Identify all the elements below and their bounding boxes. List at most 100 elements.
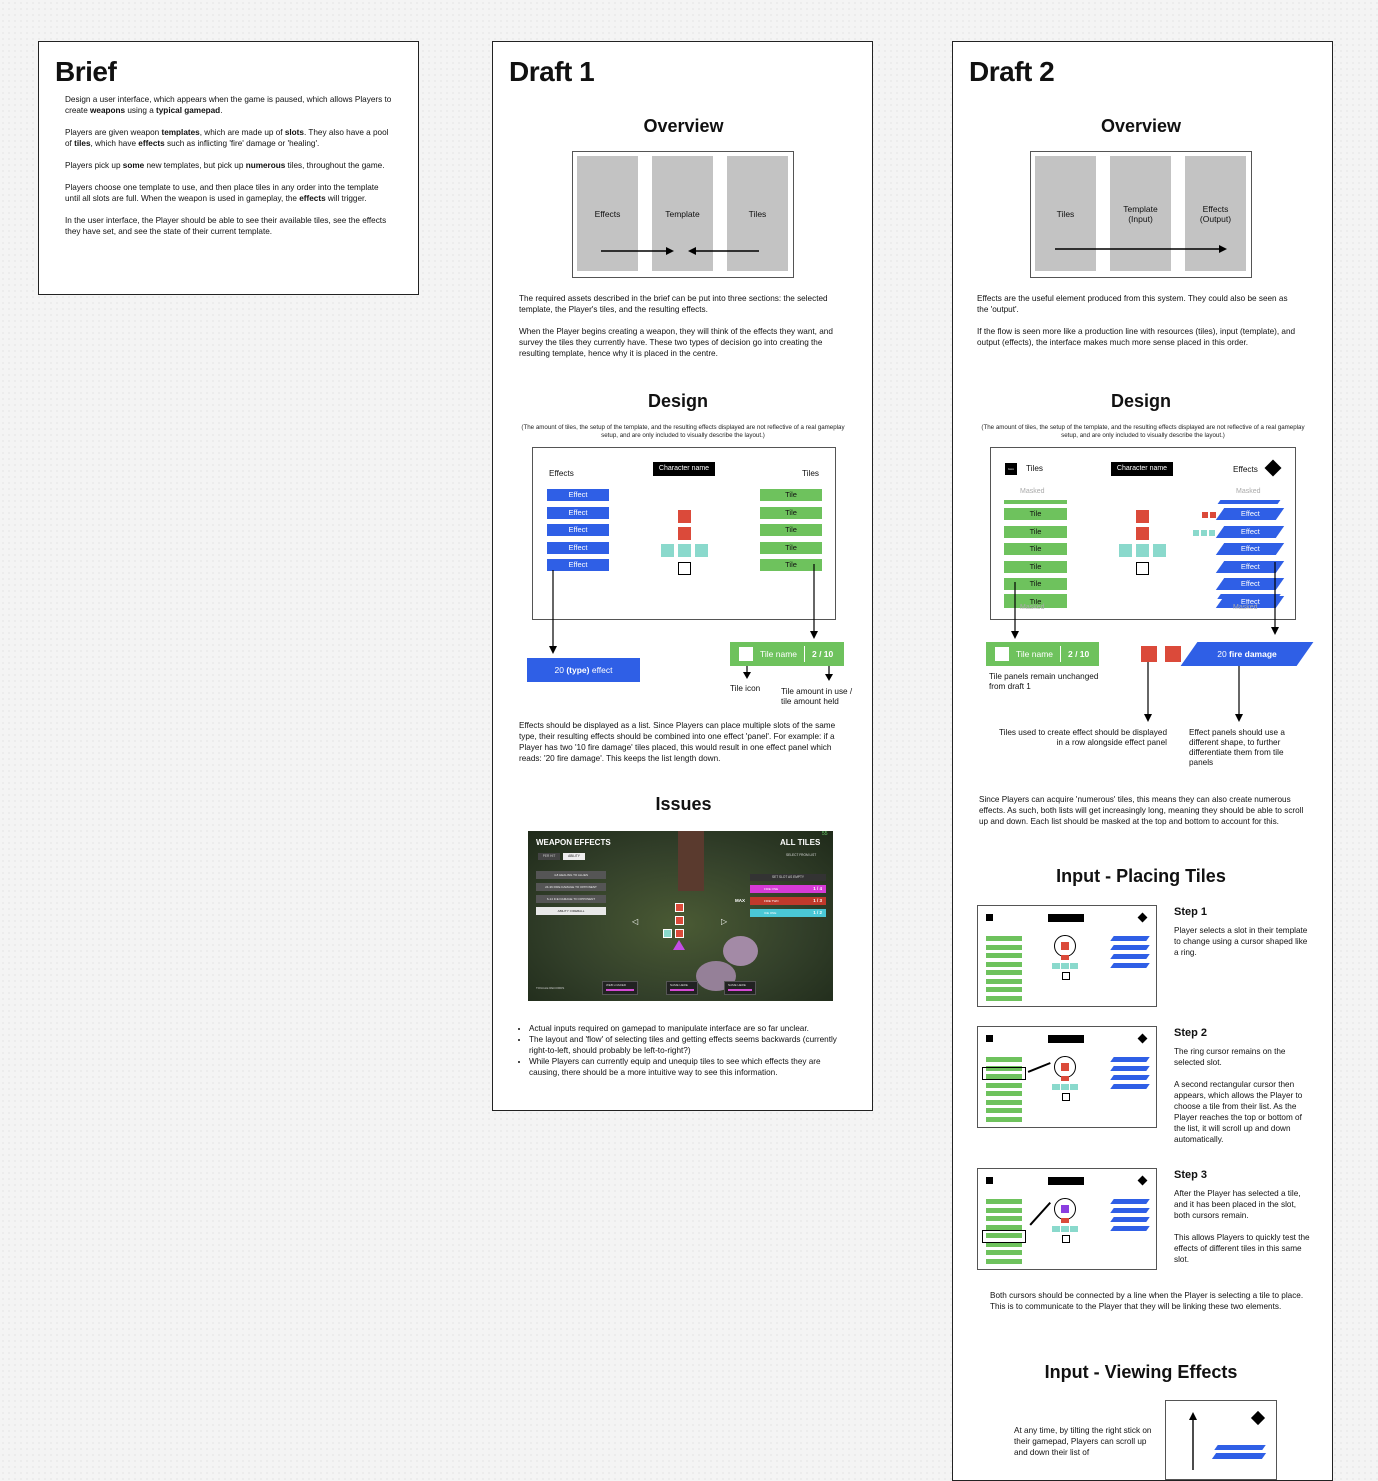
game-toggle-records[interactable]: TOGGLE RECORDS	[536, 986, 565, 990]
tile-list-item[interactable]: Tile	[1004, 508, 1067, 520]
effect-list-item[interactable]: Effect	[547, 541, 609, 554]
step-rect-cursor	[982, 1067, 1026, 1080]
draft2-design-mockup: Icon Tiles Character name Effects Masked…	[990, 447, 1296, 620]
tile-list-item[interactable]: Tile	[760, 541, 822, 554]
step-tile-bar	[986, 1199, 1022, 1204]
effect-tile-mini	[1209, 530, 1215, 536]
step-paragraph: This allows Players to quickly test the …	[1174, 1233, 1310, 1264]
game-set-slot-empty[interactable]: SET SLOT AS EMPTY	[750, 874, 826, 881]
tile-list-item[interactable]: Tile	[1004, 543, 1067, 555]
template-slot-empty	[678, 562, 691, 575]
mockup-effects-label: Effects	[549, 469, 574, 478]
step-title: Step 3	[1174, 1169, 1208, 1181]
step-effect-bar	[1110, 936, 1150, 941]
viewing-effect-bar	[1214, 1445, 1266, 1450]
tile-panels-note: Tile panels remain unchanged from draft …	[989, 672, 1099, 691]
draft2-callout-arrows	[1011, 562, 1279, 722]
step-slot	[1061, 1076, 1069, 1081]
step-tile-bar	[986, 1250, 1022, 1255]
game-max-label: MAX	[735, 898, 745, 903]
game-rock	[723, 936, 758, 966]
tile-panel-example: Tile name 2 / 10	[730, 642, 844, 666]
tile-list-item[interactable]: Tile	[1004, 578, 1067, 590]
game-tab-per-hit[interactable]: PER HIT	[538, 853, 560, 860]
step-slot	[1070, 1226, 1078, 1232]
step-square-icon	[986, 914, 993, 921]
tile-list-item[interactable]: Tile	[760, 524, 822, 536]
game-effect-row: 6-14 ICE DAMAGE TO OPPONENT	[536, 895, 606, 903]
step-tile-bar	[986, 987, 1022, 992]
tile-panel-name: Tile name	[760, 649, 798, 659]
step-paragraph: After the Player has selected a tile, an…	[1174, 1189, 1301, 1220]
issue-item: The layout and 'flow' of selecting tiles…	[529, 1034, 841, 1056]
draft1-frame: Draft 1 Overview Effects Template Tiles …	[492, 41, 873, 1111]
viewing-mockup	[1165, 1400, 1277, 1480]
step-mockup	[977, 1168, 1157, 1270]
effect-list-item[interactable]: Effect	[547, 524, 609, 536]
tile-icon-label: Tile icon	[730, 684, 761, 693]
tile-list-item[interactable]: Tile	[1004, 525, 1067, 538]
step-slot	[1061, 955, 1069, 960]
draft1-design-text: Effects should be displayed as a list. S…	[519, 721, 836, 763]
brief-text: Design a user interface, which appears w…	[65, 94, 395, 248]
step-square-icon	[986, 1177, 993, 1184]
draft1-overview-p1: The required assets described in the bri…	[519, 294, 828, 314]
draft2-design-note: (The amount of tiles, the setup of the t…	[981, 424, 1305, 439]
tile-panel-divider	[804, 646, 805, 662]
game-path	[678, 831, 704, 891]
step-paragraph: The ring cursor remains on the selected …	[1174, 1047, 1286, 1067]
draft2-title: Draft 2	[969, 56, 1055, 87]
step-cursor-link	[1029, 1201, 1051, 1226]
step-tile-bar	[986, 1241, 1022, 1247]
template-slot-teal	[661, 544, 674, 557]
game-tab-ability[interactable]: ABILITY	[563, 853, 585, 860]
step-tile-bar	[986, 1099, 1022, 1105]
tile-panel-count: 2 / 10	[1068, 649, 1090, 659]
template-slot-red	[1136, 527, 1149, 540]
effect-list-item[interactable]: Effect	[547, 559, 609, 571]
draft1-overview-diagram: Effects Template Tiles	[572, 151, 794, 278]
draft2-overview-heading: Overview	[1100, 116, 1182, 136]
step-diamond-icon	[1137, 912, 1148, 923]
draft1-issues-heading: Issues	[655, 794, 712, 814]
step-title: Step 1	[1174, 906, 1208, 918]
tiles-masked-bottom: Masked	[1020, 604, 1045, 611]
game-arrow-right-icon[interactable]: ▷	[721, 917, 728, 926]
step-tile-bar	[986, 1233, 1022, 1238]
game-weapon-effects-title: WEAPON EFFECTS	[536, 838, 611, 847]
draft2-design-text: Since Players can acquire 'numerous' til…	[979, 795, 1304, 826]
effect-list-item[interactable]: Effect	[547, 506, 609, 519]
game-arrow-left-icon[interactable]: ◁	[632, 917, 639, 926]
tile-masked-partial	[1004, 500, 1067, 504]
issue-item: While Players can currently equip and un…	[529, 1056, 841, 1078]
step-selected-slot	[1061, 1063, 1069, 1071]
tile-list-item[interactable]: Tile	[760, 489, 822, 501]
mockup-tiles-label: Tiles	[802, 469, 819, 478]
step-diamond-icon	[1137, 1033, 1148, 1044]
brief-paragraph-5: In the user interface, the Player should…	[65, 216, 387, 236]
tile-panel-count: 2 / 10	[812, 649, 834, 659]
tiles-used-note: Tiles used to create effect should be di…	[999, 728, 1167, 747]
game-select-from-list: SELECT FROM LIST	[786, 853, 817, 857]
step-effect-bar	[1110, 1208, 1150, 1213]
step-effect-bar	[1110, 1057, 1150, 1062]
tile-icon	[739, 647, 753, 661]
tile-list-item[interactable]: Tile	[760, 559, 822, 571]
draft2-overview-diagram: Tiles Template (Input) Effects (Output)	[1030, 151, 1252, 278]
overview-column-tiles: Tiles	[1035, 156, 1096, 271]
step-effect-bar	[1110, 1199, 1150, 1204]
tile-list-item[interactable]: Tile	[760, 506, 822, 519]
step-tile-bar	[986, 1258, 1022, 1264]
game-bottom-bar-2: NAME HERE	[666, 981, 698, 995]
effect-list-item[interactable]: Effect	[547, 489, 609, 501]
tile-list-item[interactable]: Tile	[1004, 560, 1067, 573]
step-tile-bar	[986, 970, 1022, 975]
step-tile-bar	[986, 953, 1022, 958]
step-tile-bar	[986, 995, 1022, 1001]
game-effect-row: 4-8 HEALING TO ALLIES	[536, 871, 606, 879]
game-template-slot	[675, 929, 684, 938]
tiles-masked-top: Masked	[1020, 488, 1045, 495]
